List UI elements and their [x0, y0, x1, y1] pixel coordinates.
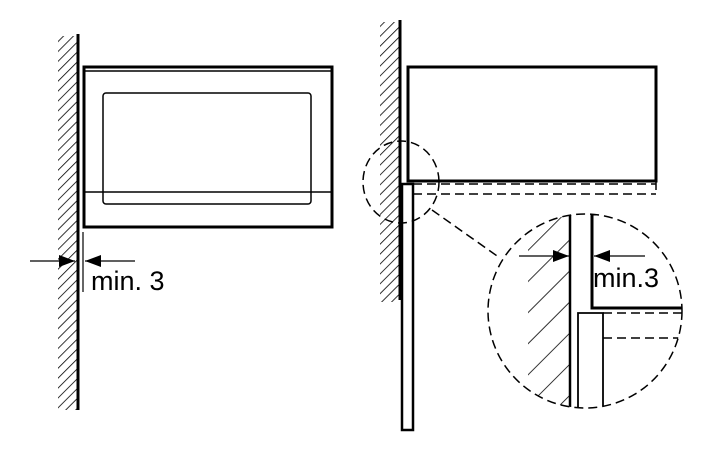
cabinet — [406, 65, 658, 183]
wall-hatching — [528, 214, 570, 408]
wall-hatching — [380, 22, 400, 302]
door-window — [102, 92, 312, 205]
dimension-label: min.3 — [593, 263, 659, 293]
detail-marker-circle — [362, 140, 440, 224]
detail-leader-line — [431, 209, 501, 259]
dimension-label: min. 3 — [91, 266, 165, 296]
left-view: min. 3 — [30, 34, 334, 410]
door-panel — [577, 312, 604, 408]
cabinet-corner — [590, 214, 682, 310]
detail-circle — [487, 213, 683, 409]
wall-hatching — [58, 36, 78, 410]
appliance-front — [82, 65, 334, 229]
door-panel — [400, 182, 415, 432]
hidden-lines — [362, 140, 657, 259]
detail-view: min.3 — [487, 213, 683, 409]
side-view — [362, 20, 658, 432]
